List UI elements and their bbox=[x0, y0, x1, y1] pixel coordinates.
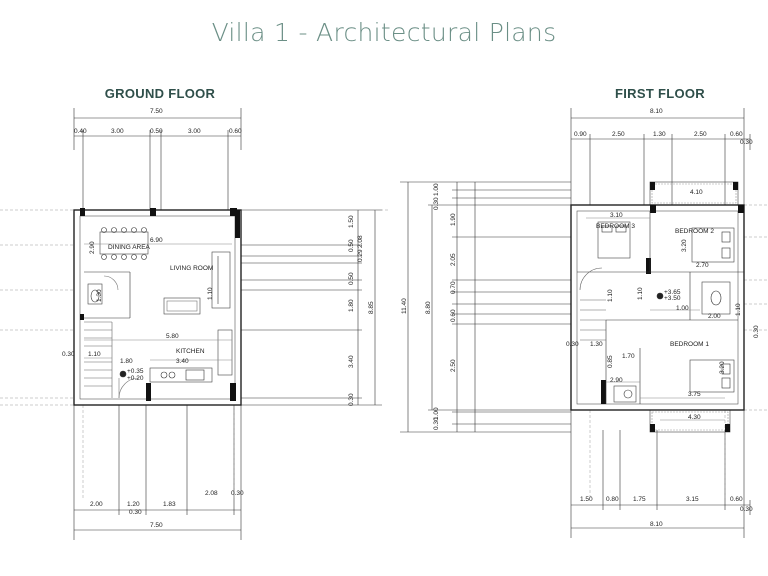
gf-interior-dim: 1.80 bbox=[120, 358, 133, 365]
page-title: Villa 1 - Architectural Plans bbox=[211, 18, 557, 47]
gf-right-dim: 0.30 bbox=[348, 393, 355, 406]
ff-top-total: 8.10 bbox=[650, 108, 663, 115]
ff-top-extra: 0.30 bbox=[740, 139, 753, 146]
gf-right-dim: 0.50 bbox=[348, 272, 355, 285]
gf-bottom-total: 7.50 bbox=[150, 522, 163, 529]
gf-interior-dim: 6.90 bbox=[150, 237, 163, 244]
ff-left-dim: 1.00 bbox=[433, 407, 440, 420]
ff-interior-dim: 1.00 bbox=[676, 305, 689, 312]
gf-level: +0.20 bbox=[127, 375, 144, 382]
gf-right-dim: 1.50 bbox=[348, 215, 355, 228]
gf-right-dim: 2.08 bbox=[357, 235, 364, 248]
ff-bottom-total: 8.10 bbox=[650, 521, 663, 528]
ff-interior-dim: 1.10 bbox=[607, 289, 614, 302]
room-label-bedroom-1: BEDROOM 1 bbox=[670, 341, 709, 348]
ff-bottom-dim: 3.15 bbox=[686, 496, 699, 503]
ff-interior-dim: 3.10 bbox=[610, 212, 623, 219]
ff-interior-dim: 4.10 bbox=[690, 189, 703, 196]
gf-interior-dim: 2.90 bbox=[89, 241, 96, 254]
room-label-dining: DINING AREA bbox=[108, 244, 151, 251]
ff-bottom-dim: 0.80 bbox=[606, 496, 619, 503]
ff-top-dim: 2.50 bbox=[694, 131, 707, 138]
room-label-bedroom-3: BEDROOM 3 bbox=[596, 223, 635, 230]
gf-top-dim: 0.40 bbox=[74, 128, 87, 135]
gf-interior-dim: 1.30 bbox=[96, 289, 103, 302]
gf-top-dim: 3.00 bbox=[188, 128, 201, 135]
ff-interior-dim: 2.70 bbox=[696, 262, 709, 269]
ff-bottom-extra: 0.30 bbox=[740, 506, 753, 513]
gf-bottom-dim: 2.00 bbox=[90, 501, 103, 508]
ff-interior-dim: 0.85 bbox=[607, 355, 614, 368]
ff-left-dim: 1.00 bbox=[433, 183, 440, 196]
ff-top-dim: 2.50 bbox=[612, 131, 625, 138]
gf-bottom-dim: 0.30 bbox=[231, 490, 244, 497]
gf-interior-dim: 0.30 bbox=[62, 351, 75, 358]
ff-bottom-dim: 1.50 bbox=[580, 496, 593, 503]
ff-level: +3.50 bbox=[664, 295, 681, 302]
ff-interior-dim: 1.30 bbox=[590, 341, 603, 348]
ff-left-total: 11.40 bbox=[401, 298, 408, 314]
ff-left-dim: 0.30 bbox=[433, 197, 440, 210]
ff-interior-dim: 3.75 bbox=[688, 391, 701, 398]
ff-left-dim: 2.05 bbox=[450, 253, 457, 266]
gf-interior-dim: 5.80 bbox=[166, 333, 179, 340]
ff-interior-dim: 1.70 bbox=[622, 353, 635, 360]
gf-right-total: 8.85 bbox=[368, 301, 375, 314]
ff-top-dim: 0.60 bbox=[730, 131, 743, 138]
gf-top-dim: 3.00 bbox=[111, 128, 124, 135]
gf-top-total: 7.50 bbox=[150, 108, 163, 115]
ff-right-dim: 0.30 bbox=[753, 325, 760, 338]
ground-floor-plan bbox=[0, 108, 390, 540]
gf-bottom-dim: 1.20 bbox=[127, 501, 140, 508]
ff-interior-dim: 2.90 bbox=[610, 377, 623, 384]
ff-left-dim: 1.90 bbox=[450, 213, 457, 226]
ff-bottom-dim: 1.75 bbox=[633, 496, 646, 503]
ff-top-dim: 0.90 bbox=[574, 131, 587, 138]
ground-floor-heading: GROUND FLOOR bbox=[104, 86, 216, 101]
gf-right-dim: 1.80 bbox=[348, 299, 355, 312]
gf-top-dim: 0.60 bbox=[229, 128, 242, 135]
ff-level: +3.65 bbox=[664, 289, 681, 296]
gf-level: +0.35 bbox=[127, 368, 144, 375]
ff-top-dim: 1.30 bbox=[653, 131, 666, 138]
ff-left-dim: 0.60 bbox=[450, 309, 457, 322]
ff-left-mid: 8.80 bbox=[425, 301, 432, 314]
ff-interior-dim: 1.10 bbox=[735, 303, 742, 316]
gf-interior-dim: 1.10 bbox=[88, 351, 101, 358]
room-label-kitchen: KITCHEN bbox=[176, 348, 205, 355]
gf-bottom-extra: 0.30 bbox=[129, 509, 142, 516]
ff-interior-dim: 3.20 bbox=[719, 361, 726, 374]
room-label-bedroom-2: BEDROOM 2 bbox=[675, 228, 714, 235]
gf-bottom-dim: 1.83 bbox=[163, 501, 176, 508]
gf-top-dim: 0.50 bbox=[150, 128, 163, 135]
room-label-living: LIVING ROOM bbox=[170, 265, 213, 272]
ff-interior-dim: 2.00 bbox=[708, 313, 721, 320]
ff-left-dim: 0.70 bbox=[450, 281, 457, 294]
gf-bottom-dim: 2.08 bbox=[205, 490, 218, 497]
first-floor-heading: FIRST FLOOR bbox=[615, 86, 705, 101]
gf-right-dim: 0.50 bbox=[348, 239, 355, 252]
ff-interior-dim: 4.30 bbox=[688, 414, 701, 421]
ff-interior-dim: 3.20 bbox=[681, 239, 688, 252]
gf-right-dim: 3.40 bbox=[348, 355, 355, 368]
ff-left-dim: 0.30 bbox=[433, 417, 440, 430]
ff-left-dim: 2.50 bbox=[450, 359, 457, 372]
gf-right-dim: 0.29 bbox=[357, 249, 364, 262]
gf-interior-dim: 3.40 bbox=[176, 358, 189, 365]
first-floor-plan bbox=[400, 108, 768, 538]
ff-interior-dim: 0.30 bbox=[566, 341, 579, 348]
gf-interior-dim: 1.10 bbox=[207, 287, 214, 300]
ff-interior-dim: 1.10 bbox=[637, 287, 644, 300]
ff-bottom-dim: 0.60 bbox=[730, 496, 743, 503]
